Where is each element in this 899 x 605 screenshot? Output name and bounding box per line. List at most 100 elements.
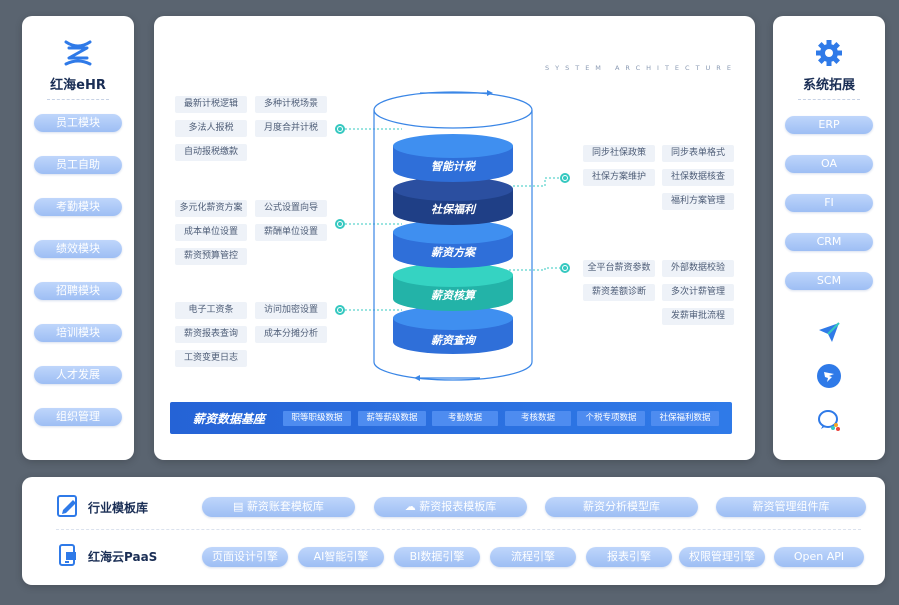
tag-left-3-4: 成本分摊分析 <box>255 326 327 343</box>
tag-left-1-4: 月度合并计税 <box>255 120 327 137</box>
connector-dot-left-1 <box>335 124 345 134</box>
bottom-divider <box>56 529 861 530</box>
tag-right-1-5: 福利方案管理 <box>662 193 734 210</box>
engine-ai[interactable]: AI智能引擎 <box>298 547 384 567</box>
engine-report[interactable]: 报表引擎 <box>586 547 672 567</box>
extension-title: 系统拓展 <box>802 78 855 93</box>
tag-left-2-4: 薪酬单位设置 <box>255 224 327 241</box>
engine-open-api[interactable]: Open API <box>774 547 864 567</box>
tag-left-3-1: 电子工资条 <box>175 302 247 319</box>
layer-label-0: 智能计税 <box>431 160 477 173</box>
row-label-paas: 红海云PaaS <box>88 550 158 564</box>
layer-label-4: 薪资查询 <box>431 334 477 347</box>
template-salary-analysis[interactable]: 薪资分析模型库 <box>545 497 698 517</box>
module-organization[interactable]: 组织管理 <box>34 408 122 426</box>
ext-oa[interactable]: OA <box>785 155 873 173</box>
module-performance[interactable]: 绩效模块 <box>34 240 122 258</box>
template-salary-account-label: 薪资账套模板库 <box>246 500 324 513</box>
tag-left-3-5: 工资变更日志 <box>175 350 247 367</box>
module-recruitment[interactable]: 招聘模块 <box>34 282 122 300</box>
layer-label-2: 薪资方案 <box>431 246 477 259</box>
tag-left-3-3: 薪资报表查询 <box>175 326 247 343</box>
tag-right-1-1: 同步社保政策 <box>583 145 655 162</box>
connector-right-1 <box>505 177 560 187</box>
connector-dot-left-3 <box>335 305 345 315</box>
tag-right-1-3: 社保方案维护 <box>583 169 655 186</box>
hrehr-logo-icon <box>64 40 92 66</box>
module-training[interactable]: 培训模块 <box>34 324 122 342</box>
arrow-head-top <box>487 90 493 96</box>
template-salary-component[interactable]: 薪资管理组件库 <box>716 497 866 517</box>
db-bar-title: 薪资数据基座 <box>193 412 266 426</box>
db-item-welfare-data: 社保福利数据 <box>651 411 719 426</box>
template-library-icon <box>57 495 77 517</box>
template-salary-report[interactable]: ☁ 薪资报表模板库 <box>374 497 527 517</box>
ext-crm[interactable]: CRM <box>785 233 873 251</box>
feishu-icon[interactable] <box>817 320 841 344</box>
connector-dot-left-2 <box>335 219 345 229</box>
tag-left-2-1: 多元化薪资方案 <box>175 200 247 217</box>
paas-icon <box>59 544 76 566</box>
db-item-tax-data: 个税专项数据 <box>577 411 645 426</box>
connector-right-2 <box>505 267 560 271</box>
layer-smart-tax <box>393 134 513 182</box>
layer-salary-accounting <box>393 263 513 311</box>
engine-bi[interactable]: BI数据引擎 <box>394 547 480 567</box>
tag-left-1-2: 多种计税场景 <box>255 96 327 113</box>
tag-right-2-2: 外部数据校验 <box>662 260 734 277</box>
tag-right-1-2: 同步表单格式 <box>662 145 734 162</box>
left-module-list: 员工模块 员工自助 考勤模块 绩效模块 招聘模块 培训模块 人才发展 组织管理 <box>34 114 122 450</box>
db-item-level-data: 薪等薪级数据 <box>358 411 426 426</box>
left-module-panel: 红海eHR 员工模块 员工自助 考勤模块 绩效模块 招聘模块 培训模块 人才发展… <box>22 16 134 460</box>
tag-right-2-3: 薪资差额诊断 <box>583 284 655 301</box>
brand-divider <box>47 99 109 100</box>
wecom-icon[interactable] <box>817 408 841 432</box>
db-item-assessment-data: 考核数据 <box>505 411 571 426</box>
layer-salary-query <box>393 306 513 354</box>
connector-dot-right-1 <box>560 173 570 183</box>
dingtalk-icon[interactable] <box>817 364 841 388</box>
extension-header: 系统拓展 <box>773 38 885 100</box>
module-self-service[interactable]: 员工自助 <box>34 156 122 174</box>
layer-label-1: 社保福利 <box>431 203 477 216</box>
layer-label-3: 薪资核算 <box>431 289 477 302</box>
gear-icon <box>816 40 842 66</box>
template-salary-report-label: 薪资报表模板库 <box>419 500 497 513</box>
tag-right-2-4: 多次计薪管理 <box>662 284 734 301</box>
cylinder-bottom-ring <box>373 361 533 381</box>
engine-workflow[interactable]: 流程引擎 <box>490 547 576 567</box>
cylinder-top-ring <box>373 91 533 129</box>
module-employee[interactable]: 员工模块 <box>34 114 122 132</box>
engine-permission[interactable]: 权限管理引擎 <box>679 547 765 567</box>
tag-left-3-2: 访问加密设置 <box>255 302 327 319</box>
ext-scm[interactable]: SCM <box>785 272 873 290</box>
brand-header: 红海eHR <box>22 38 134 100</box>
tag-left-1-5: 自动报税缴款 <box>175 144 247 161</box>
tag-left-2-5: 薪资预算管控 <box>175 248 247 265</box>
arrow-head-bottom <box>414 375 420 381</box>
tag-right-2-1: 全平台薪资参数 <box>583 260 655 277</box>
tag-left-1-3: 多法人报税 <box>175 120 247 137</box>
platform-panel: 行业模板库 红海云PaaS ▤ 薪资账套模板库 ☁ 薪资报表模板库 薪资分析模型… <box>22 477 885 585</box>
tag-left-1-1: 最新计税逻辑 <box>175 96 247 113</box>
system-extension-panel: 系统拓展 ERP OA FI CRM SCM <box>773 16 885 460</box>
ext-erp[interactable]: ERP <box>785 116 873 134</box>
tag-left-2-3: 成本单位设置 <box>175 224 247 241</box>
tag-right-1-4: 社保数据核查 <box>662 169 734 186</box>
row-label-templates: 行业模板库 <box>88 501 149 515</box>
connector-dot-right-2 <box>560 263 570 273</box>
layer-salary-plan <box>393 220 513 268</box>
ext-fi[interactable]: FI <box>785 194 873 212</box>
module-talent[interactable]: 人才发展 <box>34 366 122 384</box>
layer-social-welfare <box>393 177 513 225</box>
arch-title: SYSTEM ARCHITECTURE <box>545 64 737 72</box>
engine-page-design[interactable]: 页面设计引擎 <box>202 547 288 567</box>
db-item-grade-data: 职等职级数据 <box>283 411 351 426</box>
tag-right-2-5: 发薪审批流程 <box>662 308 734 325</box>
extension-list: ERP OA FI CRM SCM <box>785 116 873 311</box>
module-attendance[interactable]: 考勤模块 <box>34 198 122 216</box>
template-salary-account[interactable]: ▤ 薪资账套模板库 <box>202 497 355 517</box>
tag-left-2-2: 公式设置向导 <box>255 200 327 217</box>
salary-data-foundation-bar: 薪资数据基座 职等职级数据 薪等薪级数据 考勤数据 考核数据 个税专项数据 社保… <box>170 402 732 434</box>
